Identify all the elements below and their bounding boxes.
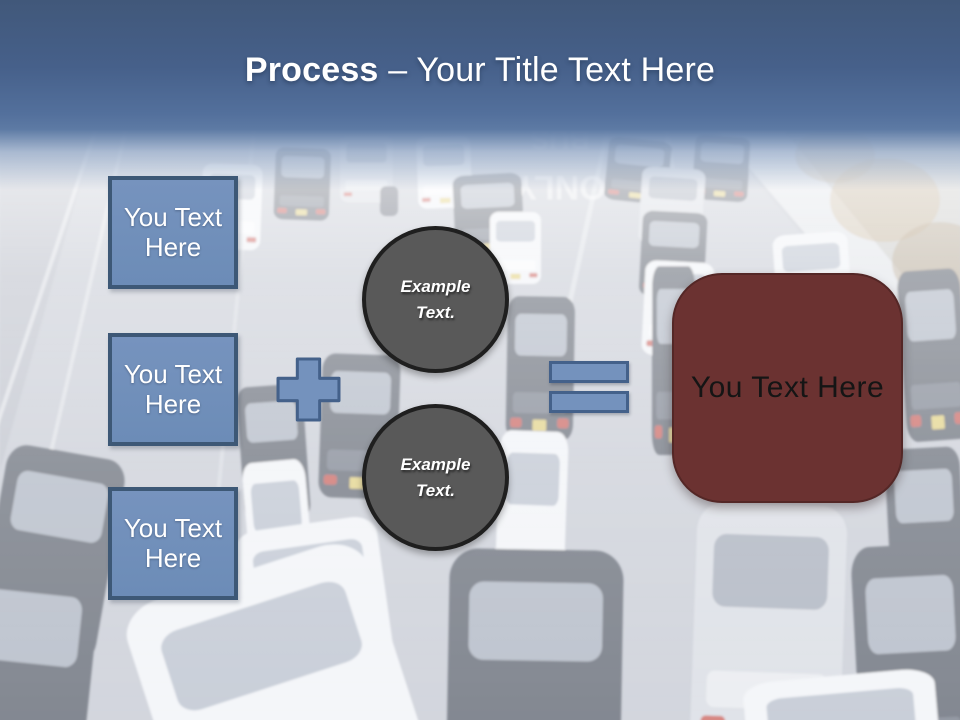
slide-title[interactable]: Process – Your Title Text Here	[0, 51, 960, 89]
text-box-2[interactable]: You Text Here	[108, 333, 238, 446]
result-box-label: You Text Here	[690, 371, 885, 404]
text-box-label: You Text Here	[123, 512, 223, 573]
title-bold-text: Process	[244, 51, 379, 89]
text-box-1[interactable]: You Text Here	[108, 176, 238, 289]
example-circle-1[interactable]: Example Text.	[362, 226, 509, 373]
text-box-label: You Text Here	[123, 201, 223, 262]
plus-shape	[276, 357, 341, 422]
plus-icon[interactable]	[276, 357, 341, 422]
equals-bar-bottom	[549, 391, 629, 413]
title-regular-text: – Your Title Text Here	[378, 51, 716, 89]
result-box[interactable]: You Text Here	[672, 273, 903, 503]
example-circle-label: Example Text.	[400, 277, 471, 322]
example-circle-2[interactable]: Example Text.	[362, 404, 509, 551]
text-box-3[interactable]: You Text Here	[108, 487, 238, 600]
text-box-label: You Text Here	[123, 358, 223, 419]
equals-bar-top	[549, 361, 629, 383]
example-circle-label: Example Text.	[400, 455, 471, 500]
